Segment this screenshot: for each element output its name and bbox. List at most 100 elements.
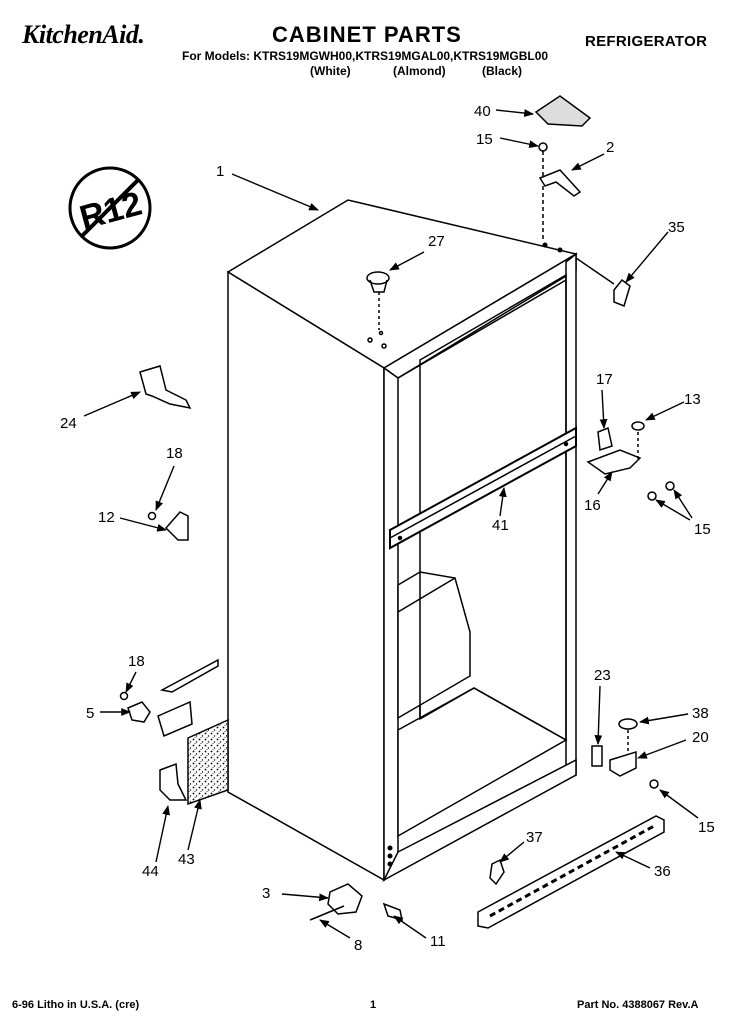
callout-18-upper: 18 [166,445,183,462]
part-15-screw-middle-b [665,481,675,491]
callout-8: 8 [354,937,362,954]
callout-40: 40 [474,103,491,120]
part-5-hinge-bushing [127,701,151,723]
cabinet-inner-top-edge [397,279,567,379]
footer-part-number: Part No. 4388067 Rev.A [577,999,699,1011]
callout-12: 12 [98,509,115,526]
top-hole-1 [367,337,373,343]
part-40-hinge-cover [534,95,592,127]
top-hole-5 [557,247,563,253]
part-15-screw-middle-a [647,491,657,501]
cabinet-left-front-edge [383,366,399,882]
callout-13: 13 [684,391,701,408]
part-43-insulation [187,718,229,806]
leader-18-upper [155,465,175,511]
leader-11 [393,915,427,939]
leader-41 [498,487,507,517]
refrigerator-cabinet [226,199,578,882]
callout-41: 41 [492,517,509,534]
leader-lines [83,109,699,939]
part-18-screw-upper [147,511,157,521]
leader-37 [499,841,525,863]
footer-printing-info: 6-96 Litho in U.S.A. (cre) [12,999,140,1011]
evaporator-cover-slope [397,577,456,613]
callout-3: 3 [262,885,270,902]
cabinet-bottom-front [382,758,577,882]
leader-35 [625,231,669,283]
page-title: CABINET PARTS [272,22,462,47]
callout-44: 44 [142,863,159,880]
callout-18-lower: 18 [128,653,145,670]
top-hole-4 [542,242,548,248]
leader-17 [599,389,608,429]
divider-screw-right [563,441,569,447]
leader-3 [281,893,329,902]
callout-38: 38 [692,705,709,722]
hinge-hole-1 [387,845,393,851]
leader-1 [231,173,319,211]
leader-15-top [499,137,539,149]
callout-23: 23 [594,667,611,684]
r12-badge: R12 [68,166,152,250]
callout-11: 11 [430,933,446,950]
callout-15-low: 15 [698,819,715,836]
divider-screw-left [397,535,403,541]
appliance-category: REFRIGERATOR [585,33,708,50]
leader-44 [155,805,170,863]
callout-17: 17 [596,371,613,388]
leader-2 [571,153,605,171]
part-24-hinge-pin [139,365,192,410]
part-44-bracket [159,762,188,801]
top-hole-2 [381,343,387,349]
callout-43: 43 [178,851,195,868]
leader-8 [319,919,351,939]
callout-16: 16 [584,497,601,514]
leader-36 [615,851,651,869]
r12-badge-circle [68,166,152,250]
part-37-clip [489,858,505,886]
leader-16 [597,471,613,495]
leader-23 [594,685,603,745]
part-11-screw [382,902,403,922]
leader-20 [637,739,687,759]
part-2-top-hinge [538,169,582,197]
callout-24: 24 [60,415,77,432]
part-38-washer [618,718,638,730]
hinge-hole-2 [387,853,393,859]
divider-face [389,435,577,539]
part-17-shim [597,426,613,452]
divider-mullion [389,426,577,550]
callout-37: 37 [526,829,543,846]
parts [119,95,675,929]
callout-20: 20 [692,729,709,746]
cabinet-right-flange [565,252,577,782]
callout-labels: 1 27 40 15 2 35 24 18 12 17 13 16 15 41 … [60,103,715,954]
leader-38 [639,713,689,725]
hinge-hole-3 [387,861,393,867]
brand-logo: KitchenAid. [22,20,145,49]
leader-13 [645,401,685,421]
callout-1: 1 [216,163,224,180]
leader-43 [187,799,202,851]
callout-2: 2 [606,139,614,156]
part-3-roller-assembly [327,883,363,915]
footer-page-number: 1 [370,999,377,1011]
leader-12 [119,517,167,532]
part-36-toe-grille-slots [489,824,655,918]
variant-white: (White) [310,64,351,78]
part-8-screw [309,905,345,921]
part-35-clip [613,278,631,308]
part-15-screw-top [538,142,548,152]
part-23-shim [591,745,603,767]
leader-15-low [659,789,699,819]
leader-18-lower [125,671,137,693]
leader-40 [495,109,534,117]
leader-24 [83,391,141,417]
part-lower-bracket-2 [157,700,193,738]
cabinet-left-side [227,270,385,882]
top-hole-3 [378,330,384,336]
callout-35: 35 [668,219,685,236]
part-15-screw-lower [649,779,659,789]
callout-15-top: 15 [476,131,493,148]
